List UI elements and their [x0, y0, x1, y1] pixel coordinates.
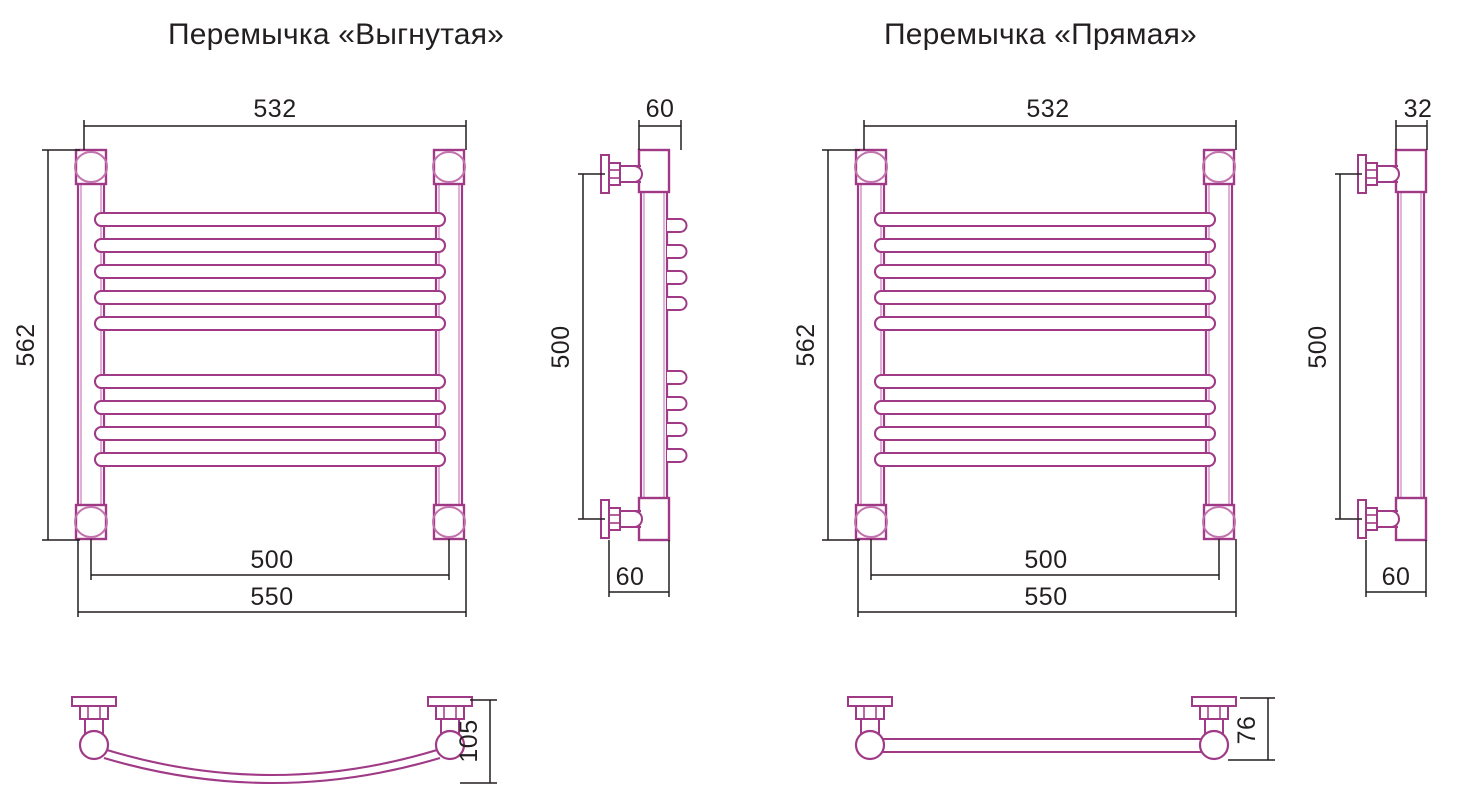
dim-label-562-left: 562 — [12, 323, 40, 366]
dim-label-562-right: 562 — [792, 323, 820, 366]
right-top-right-mount — [1191, 696, 1237, 761]
panel-title-right: Перемычка «Прямая» — [884, 18, 1197, 51]
left-dim-105: 105 — [455, 699, 497, 784]
right-dim-60-bottom: 60 — [1365, 540, 1427, 597]
left-front-right-post — [432, 148, 466, 541]
right-dim-500-side: 500 — [1304, 173, 1362, 520]
left-top-view-curved: 105 — [71, 696, 497, 784]
left-side-protruding-rungs — [667, 218, 688, 463]
dim-label-500-side-right: 500 — [1304, 325, 1332, 368]
left-front-view: 532 562 500 — [12, 95, 467, 617]
dim-label-550-right: 550 — [1024, 583, 1067, 611]
right-front-view: 532 562 500 55 — [792, 95, 1237, 617]
right-front-left-post — [854, 148, 888, 541]
panel-title-left: Перемычка «Выгнутая» — [168, 18, 505, 51]
dim-label-532-left: 532 — [253, 95, 296, 123]
left-side-top-valve — [600, 154, 643, 194]
left-front-left-post — [74, 148, 108, 541]
dim-label-500-bottom-right: 500 — [1024, 546, 1067, 574]
left-dim-500-bottom: 500 — [90, 539, 450, 580]
dim-label-105: 105 — [455, 719, 483, 762]
right-side-top-valve — [1357, 154, 1400, 194]
right-dim-532: 532 — [863, 95, 1237, 150]
right-top-left-mount — [847, 696, 893, 761]
left-front-rungs — [93, 211, 447, 468]
left-dim-60-bottom: 60 — [608, 540, 670, 597]
left-dim-550: 550 — [77, 539, 467, 617]
dim-label-60-bottom-left: 60 — [616, 563, 645, 591]
dim-label-76: 76 — [1233, 716, 1261, 745]
right-dim-32-top: 32 — [1395, 95, 1433, 150]
dim-label-60-bottom-right: 60 — [1382, 563, 1411, 591]
left-dim-532: 532 — [83, 95, 467, 150]
dim-label-60-top-left: 60 — [646, 95, 675, 123]
dim-label-532-right: 532 — [1026, 95, 1069, 123]
right-dim-76: 76 — [1228, 697, 1275, 761]
left-side-bottom-valve — [600, 499, 643, 539]
right-dim-550: 550 — [857, 539, 1237, 617]
left-dim-60-top: 60 — [638, 95, 682, 150]
dim-label-500-side-left: 500 — [547, 325, 575, 368]
right-panel-group: 532 562 500 55 — [792, 95, 1432, 761]
right-front-rungs — [873, 211, 1217, 468]
left-panel-group: 532 562 500 — [12, 95, 688, 784]
left-side-view: 60 500 60 — [547, 95, 688, 597]
dim-label-500-bottom-left: 500 — [250, 546, 293, 574]
right-top-view-straight: 76 — [847, 696, 1275, 761]
right-side-view: 32 500 60 — [1304, 95, 1432, 597]
right-dim-500-bottom: 500 — [870, 539, 1220, 580]
dim-label-550-left: 550 — [250, 583, 293, 611]
left-dim-562: 562 — [12, 149, 80, 541]
dim-label-32-top-right: 32 — [1404, 95, 1433, 123]
right-front-right-post — [1202, 148, 1236, 541]
left-dim-500-side: 500 — [547, 173, 605, 520]
left-top-right-mount — [427, 696, 473, 761]
left-top-left-mount — [71, 696, 117, 761]
right-side-bottom-valve — [1357, 499, 1400, 539]
right-dim-562: 562 — [792, 149, 860, 541]
